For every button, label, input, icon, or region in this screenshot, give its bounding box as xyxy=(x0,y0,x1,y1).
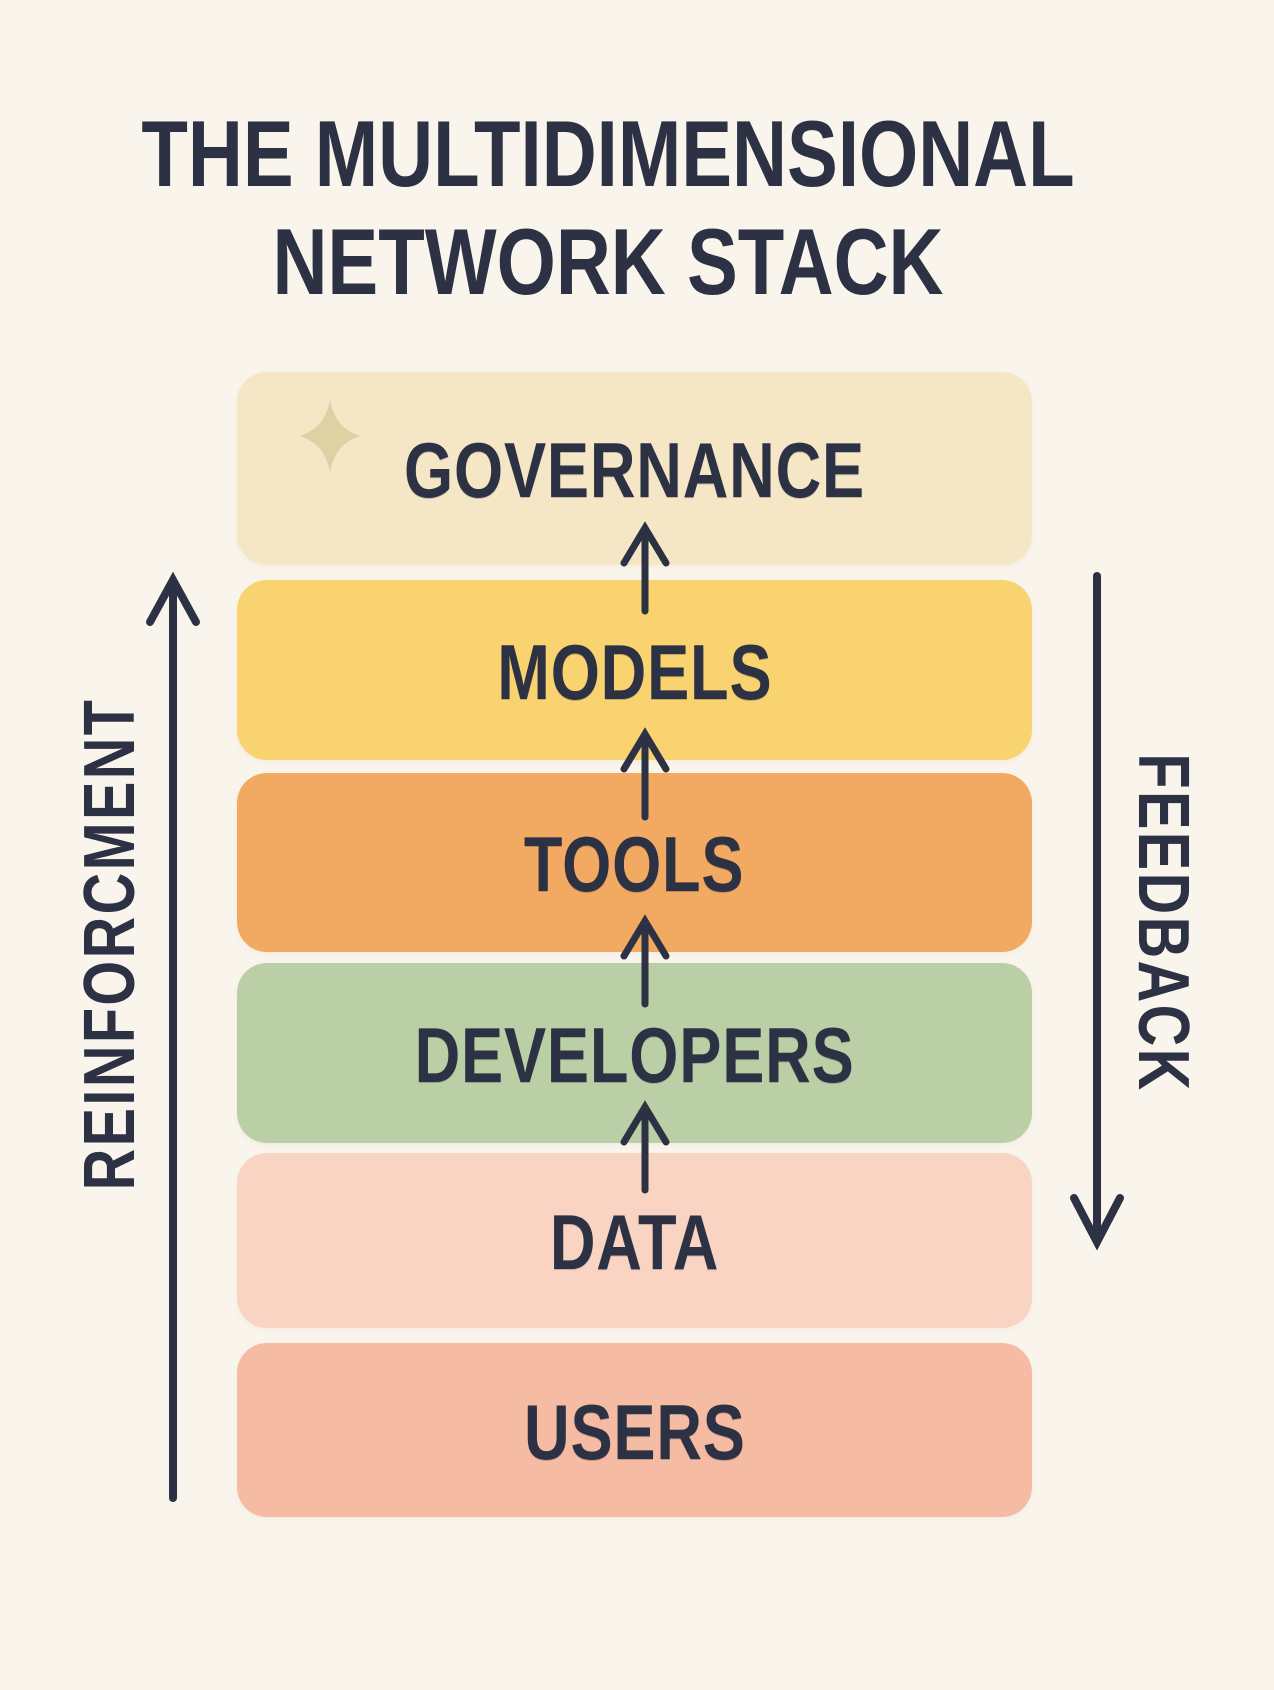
layer-users: USERS xyxy=(237,1343,1032,1517)
up-arrow-icon xyxy=(620,521,670,615)
layer-label-users: USERS xyxy=(523,1387,746,1476)
layer-tools: TOOLS xyxy=(237,773,1032,952)
layer-governance: GOVERNANCE xyxy=(237,372,1032,565)
title-line-1: THE MULTIDIMENSIONAL xyxy=(141,101,1075,206)
up-arrow-icon xyxy=(620,1100,670,1194)
layer-data: DATA xyxy=(237,1153,1032,1328)
layer-label-data: DATA xyxy=(549,1198,720,1286)
feedback-label: FEEDBACK xyxy=(1123,753,1203,1093)
layer-label-developers: DEVELOPERS xyxy=(414,1010,855,1099)
layer-label-governance: GOVERNANCE xyxy=(404,426,865,514)
up-arrow-icon xyxy=(620,914,670,1008)
feedback-down-arrow-icon xyxy=(1070,572,1124,1250)
layer-label-tools: TOOLS xyxy=(524,820,745,908)
layer-developers: DEVELOPERS xyxy=(237,963,1032,1143)
layer-models: MODELS xyxy=(237,580,1032,760)
title-line-2: NETWORK STACK xyxy=(272,209,944,314)
reinforcement-up-arrow-icon xyxy=(146,571,200,1502)
layer-label-models: MODELS xyxy=(496,627,773,716)
up-arrow-icon xyxy=(620,727,670,821)
reinforcement-label: REINFORCMENT xyxy=(70,697,150,1191)
sparkle-icon xyxy=(299,400,361,472)
